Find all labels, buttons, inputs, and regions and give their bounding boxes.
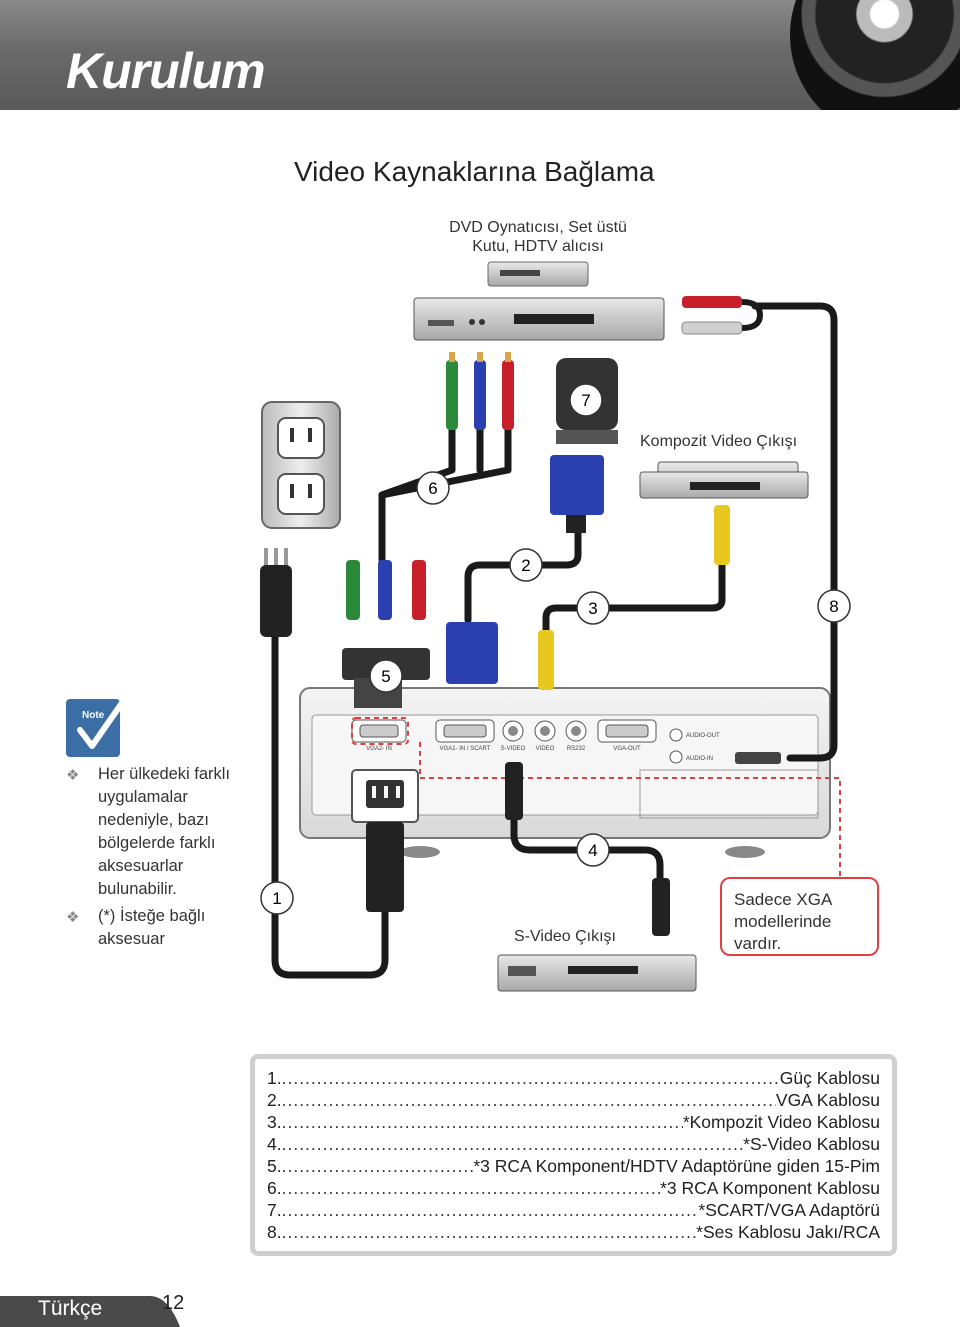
port-vga1-in-label: VGA1- IN / SCART (440, 746, 491, 752)
svideo-source-device (497, 954, 697, 992)
svg-text:7: 7 (581, 391, 590, 410)
legend-row: 7.*SCART/VGA Adaptörü (267, 1199, 880, 1221)
callout-7: 7 (569, 383, 603, 417)
legend-row: 1.Güç Kablosu (267, 1067, 880, 1089)
svideo-plugs (505, 762, 670, 936)
port-vga-out-label: VGA-OUT (613, 746, 641, 752)
callout-6: 6 (416, 471, 450, 505)
port-video-label: VIDEO (536, 746, 555, 752)
svg-text:6: 6 (428, 479, 437, 498)
svg-text:3: 3 (588, 599, 597, 618)
diamond-bullet-icon: ❖ (66, 909, 80, 926)
port-svideo-label: S-VIDEO (501, 746, 526, 752)
note-check-icon: Note (66, 697, 127, 757)
callout-3: 3 (576, 591, 610, 625)
callout-5: 5 (369, 659, 403, 693)
note-list: ❖Her ülkedeki farklı uygulamalar nedeniy… (66, 763, 256, 951)
port-rs232-label: RS232 (567, 746, 586, 752)
legend-row: 5.*3 RCA Komponent/HDTV Adaptörüne giden… (267, 1155, 880, 1177)
footer-language: Türkçe (38, 1297, 103, 1320)
composite-yellow-plugs (538, 505, 730, 690)
composite-out-label: Kompozit Video Çıkışı (640, 433, 798, 450)
lens-icon (790, 0, 960, 110)
svg-text:1: 1 (272, 889, 281, 908)
port-audio-in-label: AUDIO-IN (686, 756, 713, 762)
audio-rca-plugs (681, 296, 781, 764)
port-vga2-in-label: VGA2- IN (366, 746, 392, 752)
legend-row: 6.*3 RCA Komponent Kablosu (267, 1177, 880, 1199)
footer-tab (0, 1296, 180, 1327)
component-rca-plugs-top (446, 352, 514, 430)
svg-text:4: 4 (588, 841, 597, 860)
section-title: Video Kaynaklarına Bağlama (294, 156, 655, 187)
svg-text:5: 5 (381, 667, 390, 686)
page-title: Kurulum (66, 43, 266, 99)
projector-rear-panel: VGA2- IN VGA1- IN / SCART S-VIDEO VIDEO … (299, 687, 831, 858)
xga-only-note: Sadece XGA modellerinde vardır. (720, 877, 879, 956)
dvd-source-label-line2: Kutu, HDTV alıcısı (472, 238, 604, 255)
xga-highlight-lines (351, 717, 841, 878)
legend-row: 2.VGA Kablosu (267, 1089, 880, 1111)
cables (271, 302, 838, 979)
callout-circles: 1 2 3 4 5 6 7 8 (260, 383, 851, 915)
port-audio-out-label: AUDIO-OUT (686, 733, 720, 739)
page-number: 12 (162, 1292, 185, 1314)
power-plug (260, 548, 404, 912)
dvd-player-device (413, 261, 665, 341)
callout-8: 8 (817, 589, 851, 623)
legend-row: 4.*S-Video Kablosu (267, 1133, 880, 1155)
page-header: Kurulum (0, 0, 960, 110)
callout-4: 4 (576, 833, 610, 867)
svg-text:8: 8 (829, 597, 838, 616)
svideo-out-label: S-Video Çıkışı (514, 928, 616, 945)
dvd-source-label-line1: DVD Oynatıcısı, Set üstü (449, 219, 627, 236)
svg-text:2: 2 (521, 556, 530, 575)
dvd-source-label: DVD Oynatıcısı, Set üstü Kutu, HDTV alıc… (438, 218, 638, 256)
legend-row: 3.*Kompozit Video Kablosu (267, 1111, 880, 1133)
callout-2: 2 (509, 548, 543, 582)
note-item: ❖Her ülkedeki farklı uygulamalar nedeniy… (66, 765, 231, 898)
note-item: ❖(*) İsteğe bağlı aksesuar (66, 907, 206, 948)
power-outlet (261, 401, 341, 529)
diamond-bullet-icon: ❖ (66, 767, 80, 784)
composite-source-device (639, 461, 809, 499)
callout-1: 1 (260, 881, 294, 915)
legend-row: 8.*Ses Kablosu Jakı/RCA (267, 1221, 880, 1243)
vga-connector-projector (446, 622, 498, 684)
cable-legend: 1.Güç Kablosu 2.VGA Kablosu 3.*Kompozit … (250, 1054, 897, 1256)
note-icon-label: Note (82, 710, 105, 721)
